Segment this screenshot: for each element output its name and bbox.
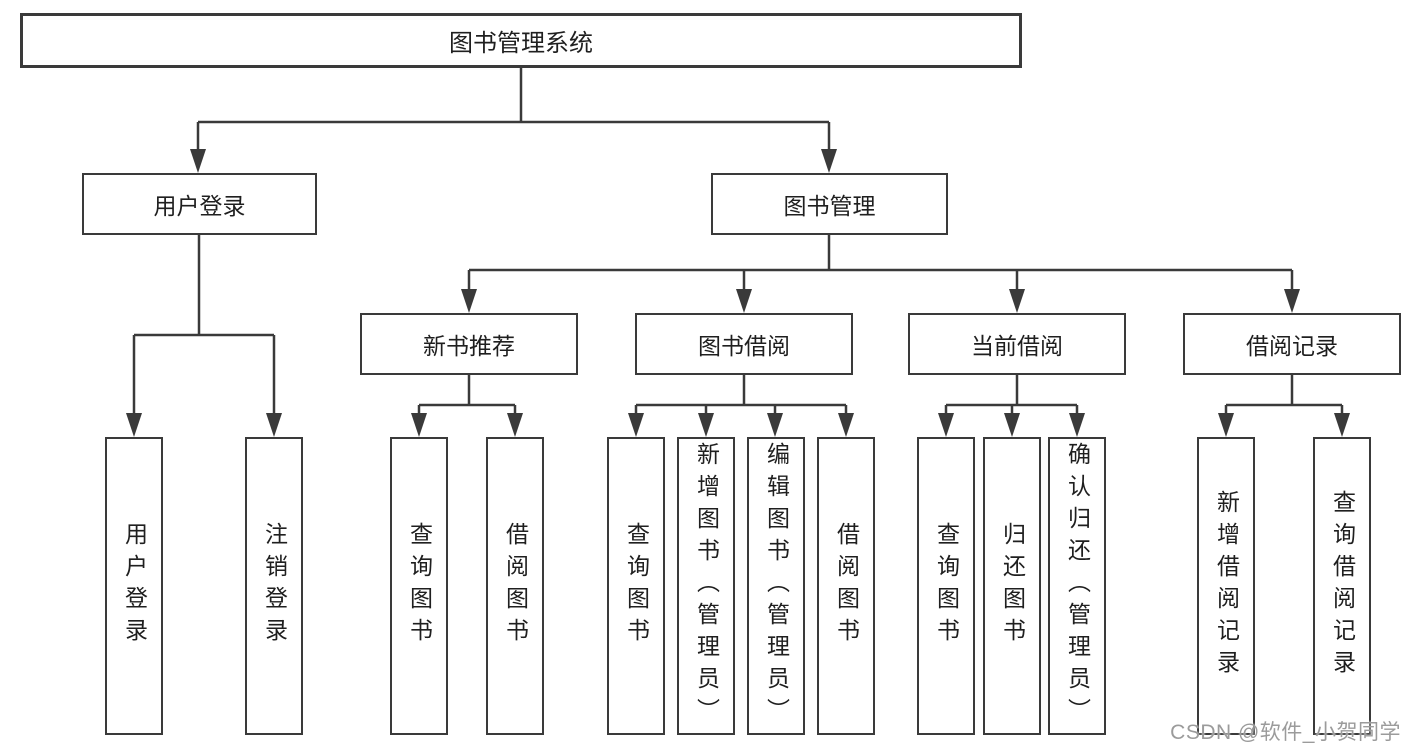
- node-root-label: 图书管理系统: [449, 30, 593, 57]
- leaf-add-book-admin-label: 新增图书（管理员）: [693, 442, 720, 730]
- node-borrow-record: 借阅记录: [1183, 313, 1401, 375]
- leaf-query-borrow-record: 查询借阅记录: [1313, 437, 1371, 735]
- leaf-add-book-admin: 新增图书（管理员）: [677, 437, 735, 735]
- leaf-user-login: 用户登录: [105, 437, 163, 735]
- node-new-book-recommend-label: 新书推荐: [423, 333, 515, 359]
- node-new-book-recommend: 新书推荐: [360, 313, 578, 375]
- leaf-query-book-current: 查询图书: [917, 437, 975, 735]
- leaf-return-book: 归还图书: [983, 437, 1041, 735]
- node-root: 图书管理系统: [20, 13, 1022, 68]
- node-current-borrow: 当前借阅: [908, 313, 1126, 375]
- leaf-borrow-book: 借阅图书: [817, 437, 875, 735]
- leaf-query-book-borrow-label: 查询图书: [623, 522, 650, 650]
- csdn-watermark: CSDN @软件_小贺同学: [1170, 721, 1401, 744]
- node-book-management-label: 图书管理: [783, 193, 876, 219]
- leaf-add-borrow-record-label: 新增借阅记录: [1213, 490, 1240, 682]
- leaf-confirm-return-admin-label: 确认归还（管理员）: [1064, 442, 1091, 730]
- node-book-borrow: 图书借阅: [635, 313, 853, 375]
- leaf-query-book-borrow: 查询图书: [607, 437, 665, 735]
- node-user-login: 用户登录: [82, 173, 317, 235]
- leaf-confirm-return-admin: 确认归还（管理员）: [1048, 437, 1106, 735]
- leaf-edit-book-admin: 编辑图书（管理员）: [747, 437, 805, 735]
- leaf-borrow-book-recommend-label: 借阅图书: [502, 522, 529, 650]
- node-user-login-label: 用户登录: [153, 193, 246, 219]
- node-current-borrow-label: 当前借阅: [971, 333, 1063, 359]
- leaf-query-book-recommend: 查询图书: [390, 437, 448, 735]
- leaf-edit-book-admin-label: 编辑图书（管理员）: [763, 442, 790, 730]
- leaf-logout-label: 注销登录: [261, 522, 288, 650]
- leaf-return-book-label: 归还图书: [999, 522, 1026, 650]
- leaf-logout: 注销登录: [245, 437, 303, 735]
- leaf-query-book-recommend-label: 查询图书: [406, 522, 433, 650]
- leaf-query-book-current-label: 查询图书: [933, 522, 960, 650]
- leaf-query-borrow-record-label: 查询借阅记录: [1329, 490, 1356, 682]
- node-borrow-record-label: 借阅记录: [1246, 333, 1338, 359]
- node-book-management: 图书管理: [711, 173, 948, 235]
- leaf-borrow-book-label: 借阅图书: [833, 522, 860, 650]
- leaf-borrow-book-recommend: 借阅图书: [486, 437, 544, 735]
- node-book-borrow-label: 图书借阅: [698, 333, 790, 359]
- leaf-user-login-label: 用户登录: [121, 522, 148, 650]
- leaf-add-borrow-record: 新增借阅记录: [1197, 437, 1255, 735]
